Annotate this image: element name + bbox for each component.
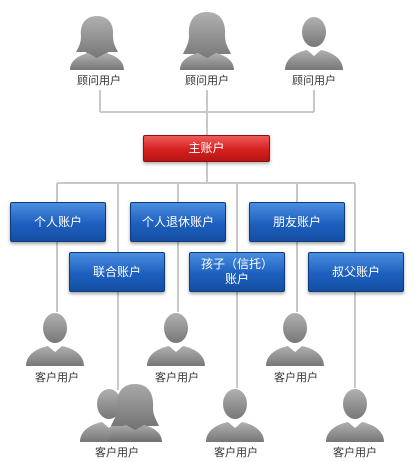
- personal-account-label: 个人账户: [33, 214, 82, 229]
- main-account-box[interactable]: 主账户: [143, 135, 270, 162]
- child-trust-account-box[interactable]: 孩子（信托） 账户: [189, 252, 285, 292]
- friend-account-label: 朋友账户: [272, 214, 321, 229]
- client-caption: 客户用户: [35, 371, 79, 384]
- uncle-account-box[interactable]: 叔父账户: [308, 252, 404, 292]
- retirement-account-box[interactable]: 个人退休账户: [130, 202, 226, 242]
- client-caption: 客户用户: [333, 446, 377, 459]
- advisor-caption: 顾问用户: [292, 74, 336, 87]
- advisor-caption: 顾问用户: [185, 74, 229, 87]
- friend-account-box[interactable]: 朋友账户: [249, 202, 345, 242]
- female-user-icon: [66, 12, 128, 70]
- female-user-icon: [104, 380, 166, 442]
- client-caption: 客户用户: [274, 371, 318, 384]
- female-user-icon: [176, 8, 238, 70]
- joint-account-label: 联合账户: [92, 264, 141, 279]
- male-user-icon: [204, 384, 266, 442]
- child-trust-account-label-line2: 账户: [224, 272, 249, 286]
- male-user-icon: [324, 384, 386, 442]
- male-user-icon: [264, 308, 326, 366]
- retirement-account-label: 个人退休账户: [141, 214, 214, 229]
- client-caption: 客户用户: [214, 446, 258, 459]
- advisor-caption: 顾问用户: [77, 74, 121, 87]
- joint-account-box[interactable]: 联合账户: [69, 252, 165, 292]
- male-user-icon: [24, 308, 86, 366]
- uncle-account-label: 叔父账户: [331, 264, 380, 279]
- child-trust-account-label-line1: 孩子（信托）: [200, 257, 273, 271]
- main-account-label: 主账户: [188, 141, 225, 155]
- client-caption: 客户用户: [95, 446, 139, 459]
- client-caption: 客户用户: [155, 371, 199, 384]
- personal-account-box[interactable]: 个人账户: [10, 202, 106, 242]
- male-user-icon: [145, 308, 207, 366]
- male-user-icon: [283, 12, 345, 70]
